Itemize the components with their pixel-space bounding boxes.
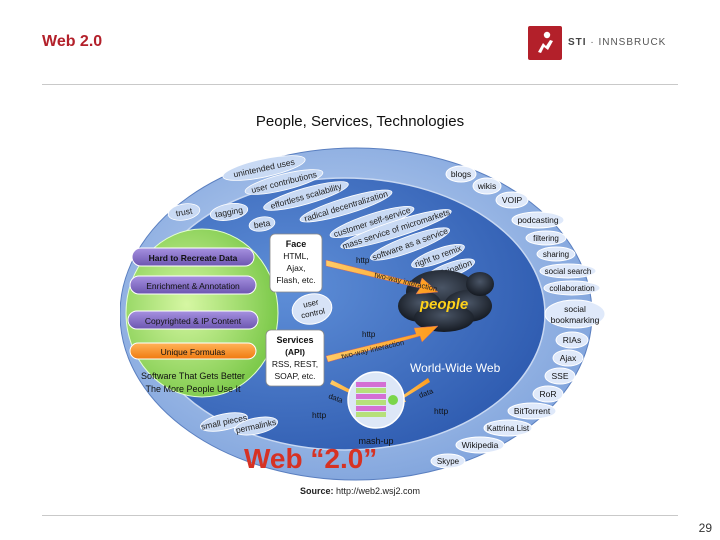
http-label-bottom-left: http bbox=[312, 410, 326, 420]
footer-divider bbox=[42, 515, 678, 516]
svg-text:SSE: SSE bbox=[551, 371, 568, 381]
user-control-bubble: user control bbox=[291, 293, 333, 325]
pill-sse: SSE bbox=[544, 367, 576, 385]
pill-wikis: wikis bbox=[472, 177, 502, 195]
arc-term-unintended-uses: unintended uses bbox=[222, 155, 306, 181]
svg-text:trust: trust bbox=[175, 206, 194, 219]
pill-ajax: Ajax bbox=[552, 349, 584, 367]
pill-filtering: filtering bbox=[525, 230, 567, 246]
face-box: Face HTML, Ajax, Flash, etc. bbox=[269, 233, 323, 293]
svg-text:(API): (API) bbox=[285, 347, 305, 357]
svg-text:Kattrina List: Kattrina List bbox=[487, 424, 530, 433]
web20-diagram: Hard to Recreate Data Enrichment & Annot… bbox=[120, 146, 610, 482]
pill-social-search: social search bbox=[539, 263, 597, 279]
core-pill-hard-to-recreate: Hard to Recreate Data bbox=[131, 247, 255, 267]
pill-podcasting: podcasting bbox=[511, 211, 565, 229]
svg-text:RSS, REST,: RSS, REST, bbox=[272, 359, 318, 369]
svg-text:Ajax,: Ajax, bbox=[287, 263, 306, 273]
page-number: 29 bbox=[698, 521, 712, 535]
slide-title: Web 2.0 bbox=[42, 33, 103, 50]
svg-text:sharing: sharing bbox=[543, 250, 569, 259]
pill-ror: RoR bbox=[532, 385, 564, 403]
svg-text:Ajax: Ajax bbox=[560, 353, 577, 363]
svg-text:filtering: filtering bbox=[533, 234, 559, 243]
svg-text:Unique Formulas: Unique Formulas bbox=[161, 347, 226, 357]
services-box: Services (API) RSS, REST, SOAP, etc. bbox=[265, 329, 325, 387]
web20-label: Web “2.0” bbox=[244, 443, 377, 474]
pill-collaboration: collaboration bbox=[543, 280, 601, 296]
pill-blogs: blogs bbox=[445, 165, 477, 183]
slide-subtitle: People, Services, Technologies bbox=[255, 113, 465, 130]
svg-text:beta: beta bbox=[253, 218, 271, 231]
svg-text:wikis: wikis bbox=[477, 181, 496, 191]
svg-text:RIAs: RIAs bbox=[563, 335, 581, 345]
svg-text:social: social bbox=[564, 304, 586, 314]
arc-term-permalinks: permalinks bbox=[234, 416, 278, 436]
world-wide-web-label: World-Wide Web bbox=[410, 361, 501, 375]
svg-text:Flash, etc.: Flash, etc. bbox=[276, 275, 315, 285]
svg-text:Wikipedia: Wikipedia bbox=[462, 440, 499, 450]
svg-text:blogs: blogs bbox=[451, 169, 471, 179]
svg-text:mash-up: mash-up bbox=[358, 436, 393, 446]
pill-kattrinalist: Kattrina List bbox=[483, 419, 533, 437]
svg-text:tagging: tagging bbox=[214, 205, 243, 220]
pill-skype: Skype bbox=[430, 453, 466, 469]
svg-text:SOAP, etc.: SOAP, etc. bbox=[275, 371, 316, 381]
source-url[interactable]: http://web2.wsj2.com bbox=[335, 486, 421, 496]
sti-innsbruck-logo: STI · INNSBRUCK bbox=[528, 26, 678, 60]
pill-bittorrent: BitTorrent bbox=[507, 402, 557, 420]
pill-rias: RIAs bbox=[555, 331, 589, 349]
core-pill-enrichment: Enrichment & Annotation bbox=[129, 275, 257, 295]
pill-voip: VOIP bbox=[495, 191, 529, 209]
svg-text:http: http bbox=[356, 256, 370, 265]
pill-wikipedia: Wikipedia bbox=[455, 436, 505, 454]
svg-text:user: user bbox=[302, 298, 319, 310]
svg-text:Enrichment & Annotation: Enrichment & Annotation bbox=[146, 281, 240, 291]
svg-text:Face: Face bbox=[286, 239, 307, 249]
arc-term-tagging: tagging bbox=[209, 203, 249, 221]
svg-text:Hard to Recreate Data: Hard to Recreate Data bbox=[149, 253, 238, 263]
svg-text:Skype: Skype bbox=[437, 457, 460, 466]
svg-text:collaboration: collaboration bbox=[549, 284, 594, 293]
core-text-software-better-1: Software That Gets Better bbox=[141, 371, 245, 381]
svg-text:BitTorrent: BitTorrent bbox=[514, 406, 551, 416]
pill-sharing: sharing bbox=[536, 246, 576, 262]
svg-text:social search: social search bbox=[545, 267, 592, 276]
logo-text: STI · INNSBRUCK bbox=[568, 37, 667, 48]
mash-up-bubble: mash-up bbox=[347, 371, 405, 446]
svg-text:bookmarking: bookmarking bbox=[551, 315, 600, 325]
svg-text:VOIP: VOIP bbox=[502, 195, 523, 205]
core-pill-copyrighted: Copyrighted & IP Content bbox=[127, 310, 259, 330]
source-citation: Source: http://web2.wsj2.com bbox=[299, 486, 421, 496]
core-pill-unique-formulas: Unique Formulas bbox=[129, 342, 257, 360]
header-divider bbox=[42, 84, 678, 85]
http-label-bottom-right: http bbox=[434, 406, 448, 416]
svg-text:http: http bbox=[362, 330, 376, 339]
core-text-software-better-2: The More People Use It bbox=[145, 384, 241, 394]
svg-text:Services: Services bbox=[276, 335, 313, 345]
svg-text:podcasting: podcasting bbox=[517, 215, 558, 225]
sti-logo-mark-icon bbox=[528, 26, 562, 60]
svg-text:people: people bbox=[419, 296, 468, 313]
pill-social-bookmarking: social bookmarking bbox=[544, 299, 606, 329]
arc-term-beta: beta bbox=[248, 216, 276, 232]
svg-text:HTML,: HTML, bbox=[283, 251, 309, 261]
svg-text:Copyrighted & IP Content: Copyrighted & IP Content bbox=[145, 316, 242, 326]
svg-text:RoR: RoR bbox=[539, 389, 556, 399]
arc-term-trust: trust bbox=[167, 203, 201, 221]
